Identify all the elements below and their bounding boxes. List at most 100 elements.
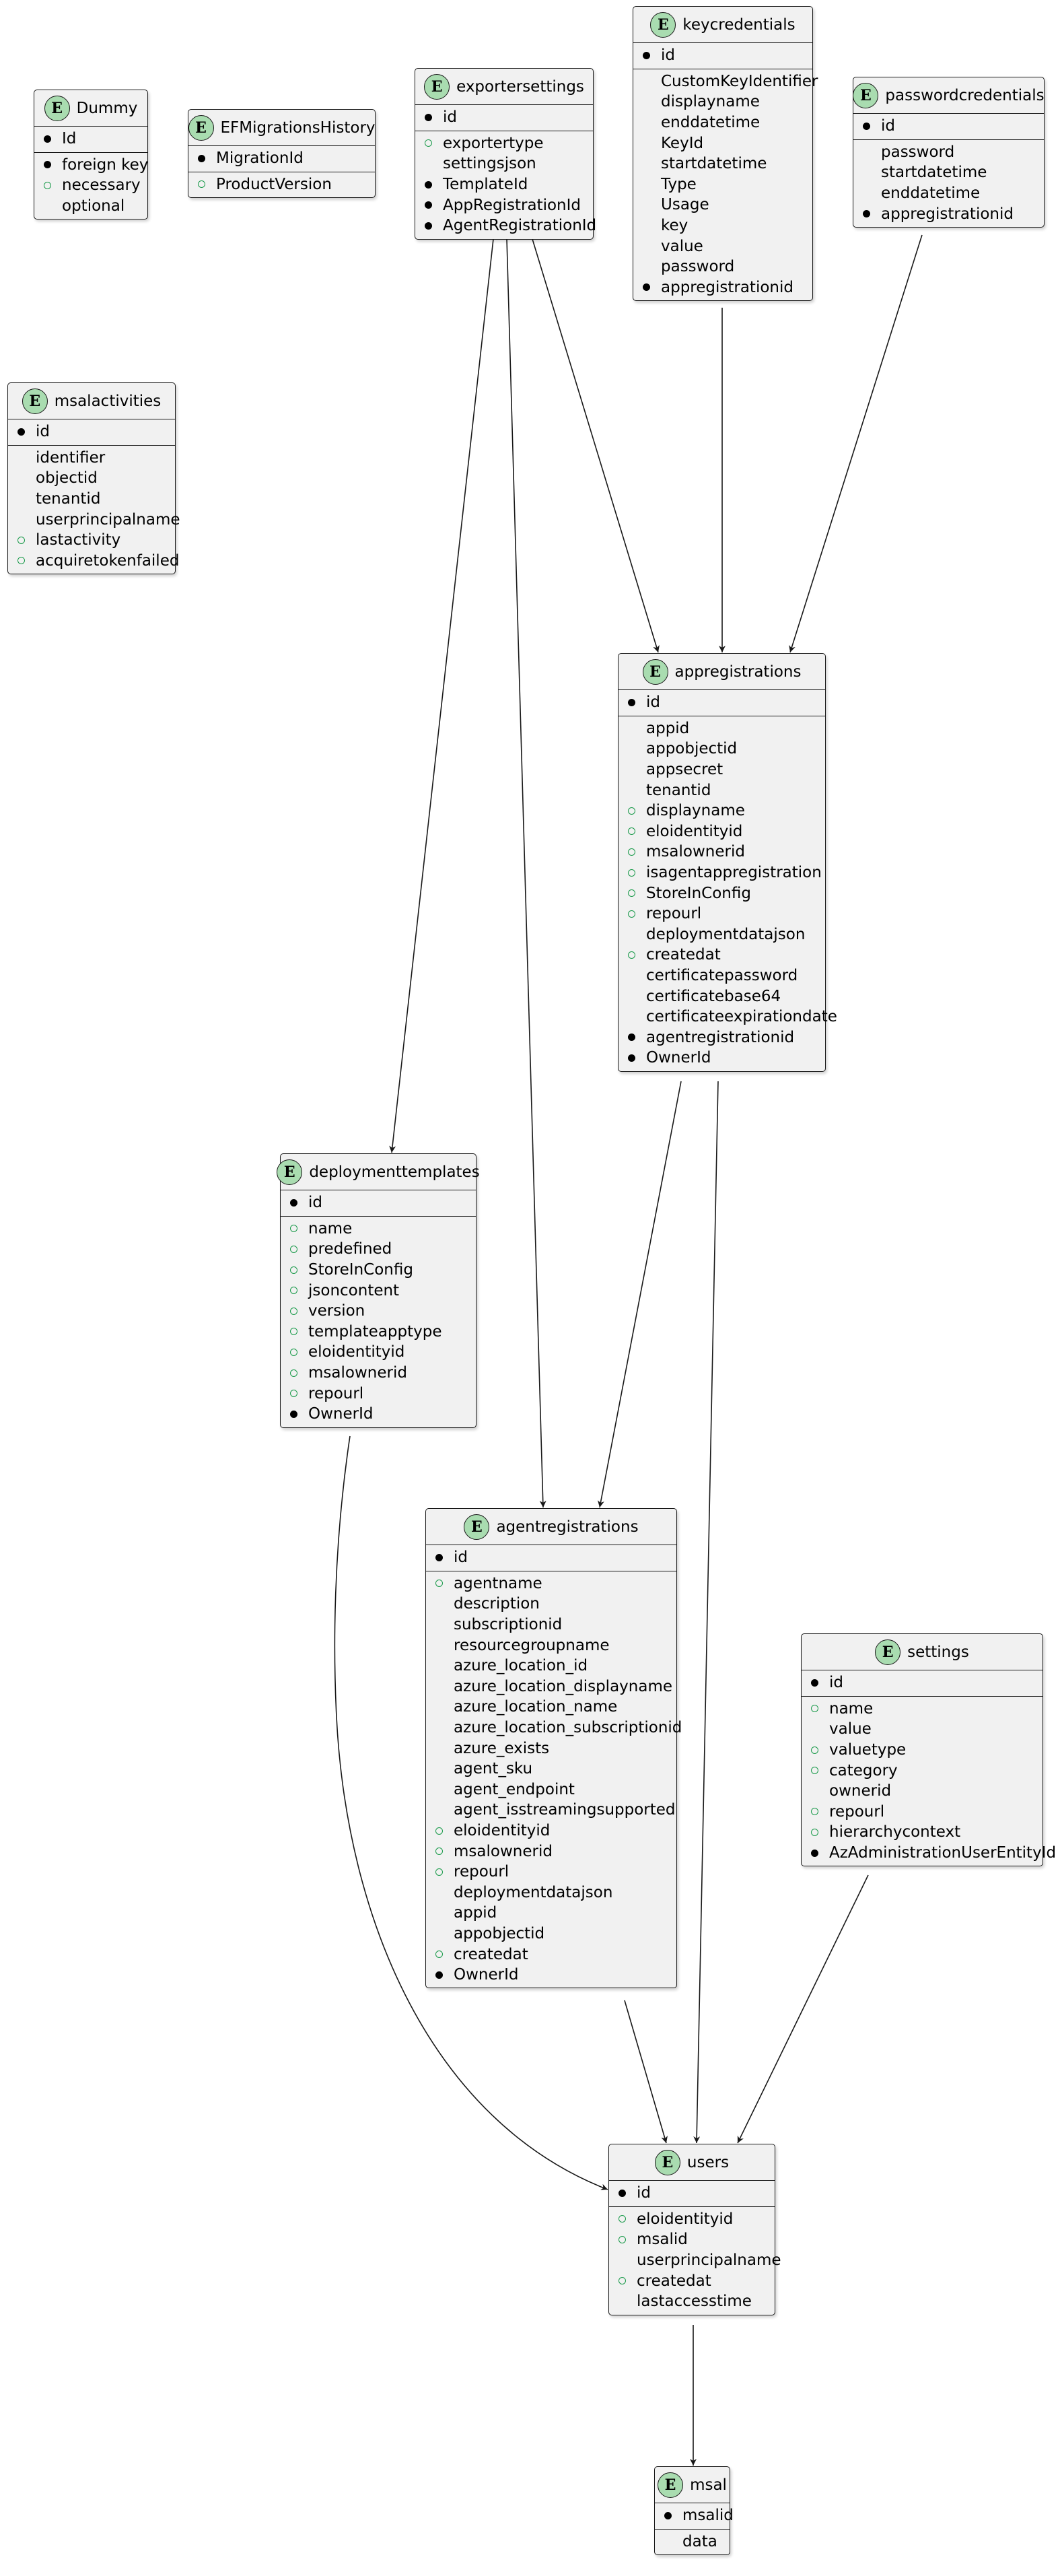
field-row: azure_location_displayname bbox=[426, 1676, 676, 1697]
not-null-marker-icon bbox=[40, 180, 54, 190]
no-marker bbox=[639, 180, 653, 189]
no-marker bbox=[14, 453, 28, 463]
entity-title: users bbox=[686, 2153, 730, 2171]
field-name: jsoncontent bbox=[308, 1281, 400, 1299]
field-row: azure_location_subscriptionid bbox=[426, 1718, 682, 1738]
field-row: subscriptionid bbox=[426, 1615, 676, 1635]
field-row: name bbox=[802, 1699, 1043, 1720]
field-name: azure_location_displayname bbox=[454, 1677, 672, 1695]
key-marker-icon bbox=[40, 160, 54, 170]
attribute-section: data bbox=[655, 2528, 730, 2555]
key-marker-icon bbox=[421, 112, 435, 122]
key-section: Id bbox=[34, 127, 147, 152]
key-marker-icon bbox=[625, 698, 638, 707]
field-name: appregistrationid bbox=[661, 278, 793, 296]
field-name: startdatetime bbox=[661, 155, 767, 173]
no-marker bbox=[625, 744, 638, 753]
field-name: version bbox=[308, 1302, 365, 1320]
field-row: acquiretokenfailed bbox=[8, 551, 179, 572]
field-name: Id bbox=[62, 130, 77, 148]
field-row: azure_location_name bbox=[426, 1697, 676, 1718]
no-marker bbox=[625, 971, 638, 980]
field-name: objectid bbox=[36, 469, 98, 487]
key-marker-icon bbox=[859, 121, 873, 131]
no-marker bbox=[859, 189, 873, 198]
key-section: MigrationId bbox=[188, 146, 375, 172]
entity-icon: E bbox=[650, 11, 676, 38]
field-row: lastaccesstime bbox=[609, 2291, 775, 2312]
field-name: userprincipalname bbox=[637, 2251, 781, 2270]
field-name: AppRegistrationId bbox=[443, 196, 581, 214]
no-marker bbox=[639, 221, 653, 230]
field-row: foreign key bbox=[34, 155, 148, 176]
field-row: valuetype bbox=[802, 1740, 1043, 1761]
field-row: createdat bbox=[426, 1944, 676, 1965]
relationship-settings-to-users bbox=[737, 1874, 869, 2144]
field-row: id bbox=[619, 692, 825, 713]
no-marker bbox=[432, 1888, 446, 1897]
no-marker bbox=[432, 1682, 446, 1691]
field-row: msalownerid bbox=[426, 1841, 676, 1862]
field-name: appobjectid bbox=[646, 740, 738, 758]
not-null-marker-icon bbox=[625, 950, 638, 959]
relationship-exportersettings-to-appregistrations bbox=[532, 238, 660, 653]
key-marker-icon bbox=[432, 1553, 446, 1562]
relationship-appregistrations-to-agentregistrations bbox=[597, 1081, 682, 1508]
field-row: ProductVersion bbox=[188, 174, 375, 195]
key-marker-icon bbox=[432, 1970, 446, 1979]
field-row: isagentappregistration bbox=[619, 862, 825, 883]
entity-title: agentregistrations bbox=[496, 1518, 639, 1536]
key-section: id bbox=[853, 114, 1044, 139]
no-marker bbox=[432, 1599, 446, 1608]
no-marker bbox=[615, 2256, 629, 2265]
no-marker bbox=[639, 97, 653, 106]
field-name: appobjectid bbox=[454, 1924, 545, 1942]
no-marker bbox=[639, 262, 653, 271]
no-marker bbox=[661, 2537, 674, 2546]
field-row: StoreInConfig bbox=[281, 1260, 476, 1281]
no-marker bbox=[615, 2297, 629, 2306]
not-null-marker-icon bbox=[14, 535, 28, 545]
field-name: optional bbox=[62, 197, 125, 215]
field-row: value bbox=[802, 1719, 1043, 1740]
field-row: displayname bbox=[619, 801, 825, 821]
key-marker-icon bbox=[859, 209, 873, 219]
relationship-appregistrations-to-users bbox=[693, 1081, 719, 2144]
entity-title: settings bbox=[907, 1643, 969, 1661]
entity-title: passwordcredentials bbox=[885, 86, 1045, 104]
field-row: appregistrationid bbox=[853, 203, 1044, 224]
field-row: exportertype bbox=[415, 133, 593, 154]
key-section: id bbox=[415, 105, 593, 131]
no-marker bbox=[639, 139, 653, 148]
field-row: eloidentityid bbox=[609, 2209, 775, 2230]
field-row: Id bbox=[34, 129, 147, 149]
field-name: category bbox=[829, 1761, 898, 1780]
entity-title: keycredentials bbox=[682, 15, 796, 34]
no-marker bbox=[639, 77, 653, 86]
not-null-marker-icon bbox=[287, 1327, 300, 1336]
field-row: OwnerId bbox=[426, 1965, 676, 1986]
field-row: tenantid bbox=[619, 780, 825, 801]
field-name: azure_location_id bbox=[454, 1657, 588, 1675]
field-name: id bbox=[881, 117, 895, 135]
field-name: identifier bbox=[36, 448, 106, 467]
field-name: hierarchycontext bbox=[829, 1823, 961, 1841]
no-marker bbox=[625, 992, 638, 1001]
field-name: enddatetime bbox=[661, 114, 761, 132]
field-row: id bbox=[853, 116, 1044, 137]
field-name: password bbox=[881, 143, 955, 161]
field-row: appid bbox=[426, 1903, 676, 1924]
field-name: repourl bbox=[308, 1384, 364, 1402]
field-row: KeyId bbox=[633, 133, 812, 154]
no-marker bbox=[432, 1661, 446, 1670]
no-marker bbox=[432, 1641, 446, 1650]
field-row: certificatepassword bbox=[619, 965, 825, 986]
